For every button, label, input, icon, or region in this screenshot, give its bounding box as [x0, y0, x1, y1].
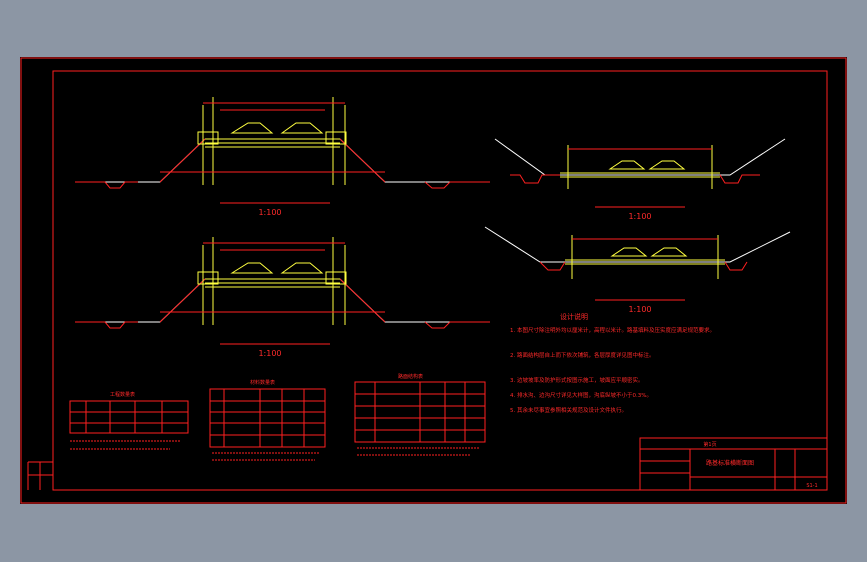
median-mound-right: [650, 247, 688, 257]
design-notes: 设计说明 1. 本图尺寸除注明外均以厘米计，高程以米计。路基填料及压实度应满足规…: [510, 312, 715, 414]
section-scale-label: 1:100: [258, 349, 281, 358]
notes-line: 4. 排水沟、边沟尺寸详见大样图，沟底纵坡不小于0.3%。: [510, 391, 652, 399]
sheet-outer-border: [20, 57, 847, 504]
left-shoulder-block: [197, 131, 219, 145]
left-shoulder-block: [197, 271, 219, 285]
title-block-frame: [639, 437, 828, 491]
quantity-table-2: 材料数量表: [209, 379, 326, 461]
cross-section-1[interactable]: 1:100: [75, 97, 490, 217]
ground-profile: [484, 226, 791, 263]
notes-title: 设计说明: [560, 312, 588, 321]
left-ditch: [510, 174, 560, 184]
median-mound-left: [610, 247, 648, 257]
median-mound-right: [648, 160, 686, 170]
median-mound-left: [230, 262, 274, 274]
right-shoulder-block: [325, 271, 347, 285]
median-mound-right: [280, 122, 324, 134]
quantity-table-3: 路面结构表: [354, 373, 486, 456]
section-scale-label: 1:100: [628, 305, 651, 314]
median-mound-left: [230, 122, 274, 134]
ground-profile: [494, 138, 786, 176]
right-ditch: [724, 261, 748, 271]
embankment-slope: [159, 138, 386, 183]
ground-profile: [75, 138, 490, 183]
cross-section-4[interactable]: 1:100: [484, 226, 791, 314]
table-title: 路面结构表: [398, 373, 423, 380]
notes-line: 5. 其余未尽事宜参照相关规范及设计文件执行。: [510, 406, 627, 414]
notes-line: 3. 边坡坡率及防护形式按图示施工，坡面应平顺密实。: [510, 376, 644, 384]
left-ditch: [75, 321, 138, 329]
cross-section-2[interactable]: 1:100: [75, 237, 490, 358]
embankment-slope: [159, 278, 386, 323]
left-ditch: [539, 261, 566, 271]
cross-section-3[interactable]: 1:100: [494, 138, 786, 221]
table-frame: [209, 388, 326, 448]
title-block: 路基标准横断面图 S1-1 第1页: [639, 437, 828, 491]
quantity-table-1: 工程数量表: [69, 391, 189, 450]
right-ditch: [424, 321, 490, 329]
drawing-title: 路基标准横断面图: [706, 459, 754, 467]
table-title: 材料数量表: [250, 379, 275, 386]
sheet-inner-border: [52, 70, 828, 491]
section-scale-label: 1:100: [258, 208, 281, 217]
table-title: 工程数量表: [110, 391, 135, 398]
drawing-canvas[interactable]: 1:100: [20, 57, 847, 504]
table-frame: [69, 400, 189, 434]
drawing-number: S1-1: [806, 483, 817, 489]
sheet-number: 第1页: [703, 441, 716, 448]
drawing-svg: 1:100: [20, 57, 847, 504]
notes-line: 1. 本图尺寸除注明外均以厘米计，高程以米计。路基填料及压实度应满足规范要求。: [510, 326, 715, 334]
ground-profile: [75, 278, 490, 323]
left-ditch: [75, 181, 138, 189]
notes-line: 2. 路面结构层自上而下依次铺筑，各层厚度详见图中标注。: [510, 351, 655, 359]
median-mound-left: [608, 160, 646, 170]
median-mound-right: [280, 262, 324, 274]
right-ditch: [424, 181, 490, 189]
right-ditch: [719, 174, 760, 184]
right-shoulder-block: [325, 131, 347, 145]
section-scale-label: 1:100: [628, 212, 651, 221]
